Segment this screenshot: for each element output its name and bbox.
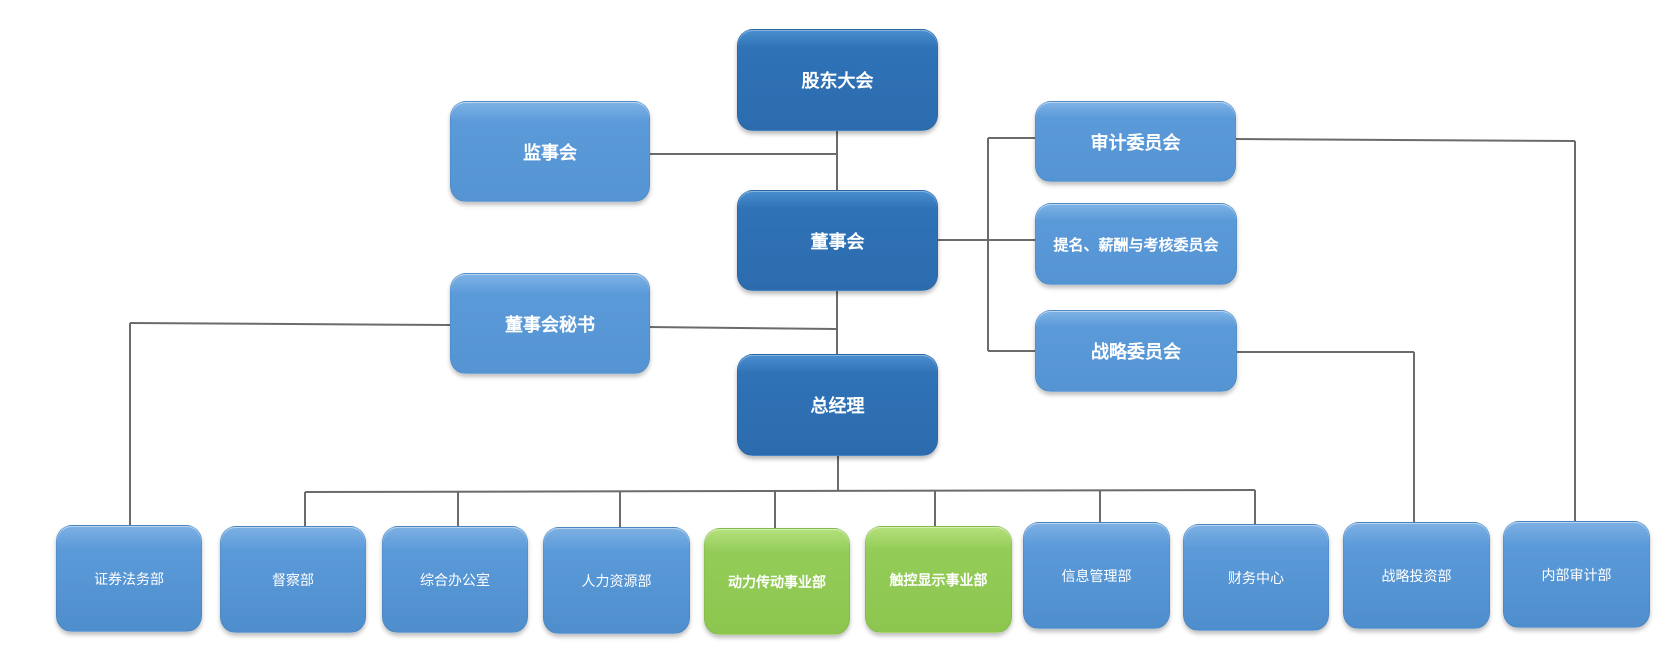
dept-label: 信息管理部: [1061, 568, 1132, 585]
dept-label: 综合办公室: [420, 572, 490, 589]
general-manager-label: 总经理: [810, 396, 865, 417]
dept-label: 证券法务部: [94, 571, 164, 588]
audit-committee-label: 审计委员会: [1090, 132, 1181, 154]
dept-supervision: 督察部: [220, 526, 366, 633]
dept-label: 战略投资部: [1381, 568, 1452, 585]
audit-committee-node: 审计委员会: [1035, 101, 1236, 182]
dept-internal-audit: 内部审计部: [1503, 521, 1650, 628]
dept-human-resources: 人力资源部: [543, 527, 690, 634]
strategy-committee-label: 战略委员会: [1091, 342, 1181, 363]
dept-strategic-investment: 战略投资部: [1343, 522, 1490, 629]
dept-information-management: 信息管理部: [1023, 522, 1170, 629]
line-secretary-left: [129, 322, 451, 326]
dept-securities-legal: 证券法务部: [56, 525, 202, 632]
line-audit-right: [1234, 138, 1576, 142]
dept-label: 动力传动事业部: [728, 574, 826, 591]
nomination-committee-label: 提名、薪酬与考核委员会: [1053, 235, 1219, 254]
general-manager-node: 总经理: [737, 354, 938, 456]
nomination-committee-node: 提名、薪酬与考核委员会: [1035, 203, 1237, 285]
strategy-committee-node: 战略委员会: [1035, 310, 1237, 392]
supervisory-board-node: 监事会: [450, 101, 650, 202]
board-label: 董事会: [810, 231, 865, 253]
dept-general-office: 综合办公室: [382, 526, 528, 633]
dept-label: 触控显示事业部: [889, 572, 988, 589]
shareholders-label: 股东大会: [801, 71, 874, 92]
shareholders-node: 股东大会: [737, 29, 938, 131]
dept-power-transmission: 动力传动事业部: [704, 528, 850, 635]
line-secretary-spine: [647, 326, 838, 330]
dept-label: 督察部: [272, 572, 314, 589]
board-secretary-label: 董事会秘书: [505, 314, 595, 336]
dept-label: 内部审计部: [1541, 567, 1612, 584]
dept-label: 人力资源部: [581, 573, 652, 590]
dept-label: 财务中心: [1228, 570, 1284, 587]
supervisory-board-label: 监事会: [523, 142, 577, 164]
board-secretary-node: 董事会秘书: [450, 273, 650, 374]
dept-finance-center: 财务中心: [1183, 524, 1329, 631]
board-node: 董事会: [737, 190, 938, 291]
dept-touch-display: 触控显示事业部: [865, 526, 1012, 633]
line-dept-bus: [304, 489, 1256, 493]
